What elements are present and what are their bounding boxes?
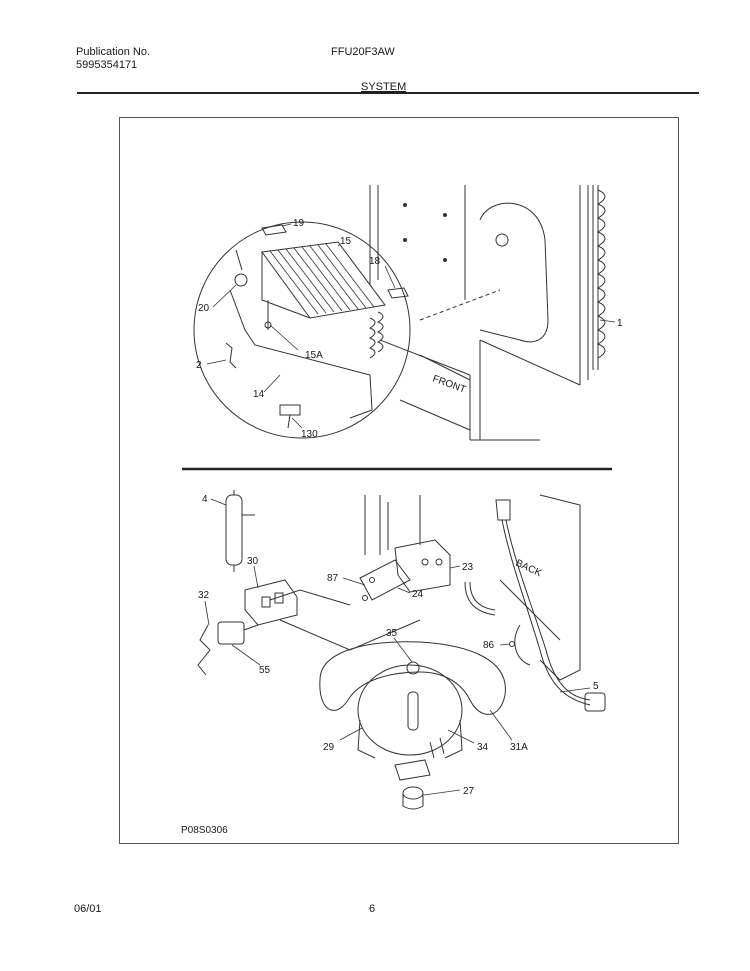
power-cord [464,499,606,712]
clip-wire [197,624,211,676]
callout-14: 14 [253,389,265,400]
header-rule [77,92,699,94]
page-number: 6 [369,903,376,915]
callout-1: 1 [617,318,623,329]
callout-27: 27 [463,786,475,797]
section-title: SYSTEM [361,81,407,93]
publication-number: 5995354171 [76,59,138,71]
callout-87: 87 [327,573,339,584]
callout-15a: 15A [305,350,323,361]
model-number: FFU20F3AW [331,46,395,58]
callout-23: 23 [462,562,474,573]
callout-15: 15 [340,236,352,247]
callout-130: 130 [301,429,318,440]
diagram-frame [119,117,679,844]
callout-2: 2 [196,360,202,371]
callout-5: 5 [593,681,599,692]
callout-31a: 31A [510,742,528,753]
front-label: FRONT [431,373,467,395]
callout-35: 35 [386,628,398,639]
figure-code: P08S0306 [181,825,228,836]
overload [217,621,259,645]
callout-55: 55 [259,665,271,676]
freezer-cabinet [369,185,589,441]
condenser-coil [592,185,606,370]
relay [244,579,298,626]
bracket-and-box [359,539,451,601]
callout-4: 4 [202,494,208,505]
evaporator-detail-circle [193,221,411,439]
compressor [319,641,506,810]
publication-label: Publication No. [76,46,150,58]
back-label: BACK [514,558,544,580]
leader-lines-bottom [204,498,591,796]
leader-lines-top [206,223,616,429]
callout-18: 18 [369,256,381,267]
footer-date: 06/01 [74,903,102,915]
callout-86: 86 [483,640,495,651]
callout-19: 19 [293,218,305,229]
callout-32: 32 [198,590,210,601]
drier [225,490,255,572]
callout-29: 29 [323,742,335,753]
callout-20: 20 [198,303,210,314]
callout-34: 34 [477,742,489,753]
callout-24: 24 [412,589,424,600]
machine-compartment [269,494,581,681]
callout-30: 30 [247,556,259,567]
